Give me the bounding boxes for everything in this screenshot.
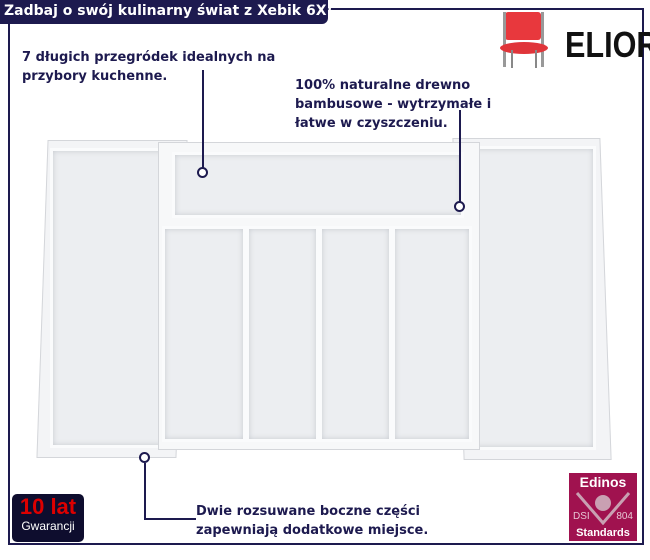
warranty-years: 10 lat [19,494,77,519]
callout-line: zapewniają dodatkowe miejsce. [196,523,429,538]
badge-left: DSI [573,511,590,522]
callout-dot [454,201,465,212]
callout-line: przybory kuchenne. [22,69,168,84]
callout-compartments: 7 długich przegródek idealnych na przybo… [22,48,275,86]
badge-brand: Edinos [579,474,627,490]
callout-dot [197,167,208,178]
v-check-icon [575,492,631,525]
warranty-badge: 10 lat Gwarancji [12,494,84,542]
callout-bamboo: 100% naturalne drewno bambusowe - wytrzy… [295,76,491,133]
callout-dot [139,452,150,463]
callout-extendable: Dwie rozsuwane boczne części zapewniają … [196,502,428,540]
badge-right: 804 [616,511,633,522]
chair-icon [500,12,548,68]
warranty-label: Gwarancji [21,519,75,533]
callout-line: łatwe w czyszczeniu. [295,116,448,131]
badge-bottom: Standards [576,527,630,539]
edinos-badge: Edinos DSI 804 Standards [569,473,637,541]
callout-line: 7 długich przegródek idealnych na [22,50,276,65]
callout-line: Dwie rozsuwane boczne części [196,504,420,519]
callout-line: bambusowe - wytrzymałe i [295,97,492,112]
banner-title: Zadbaj o swój kulinarny świat z Xebik 6X… [0,0,333,24]
callout-line: 100% naturalne drewno [295,78,471,93]
brand-logo: ELIOR [565,24,650,65]
